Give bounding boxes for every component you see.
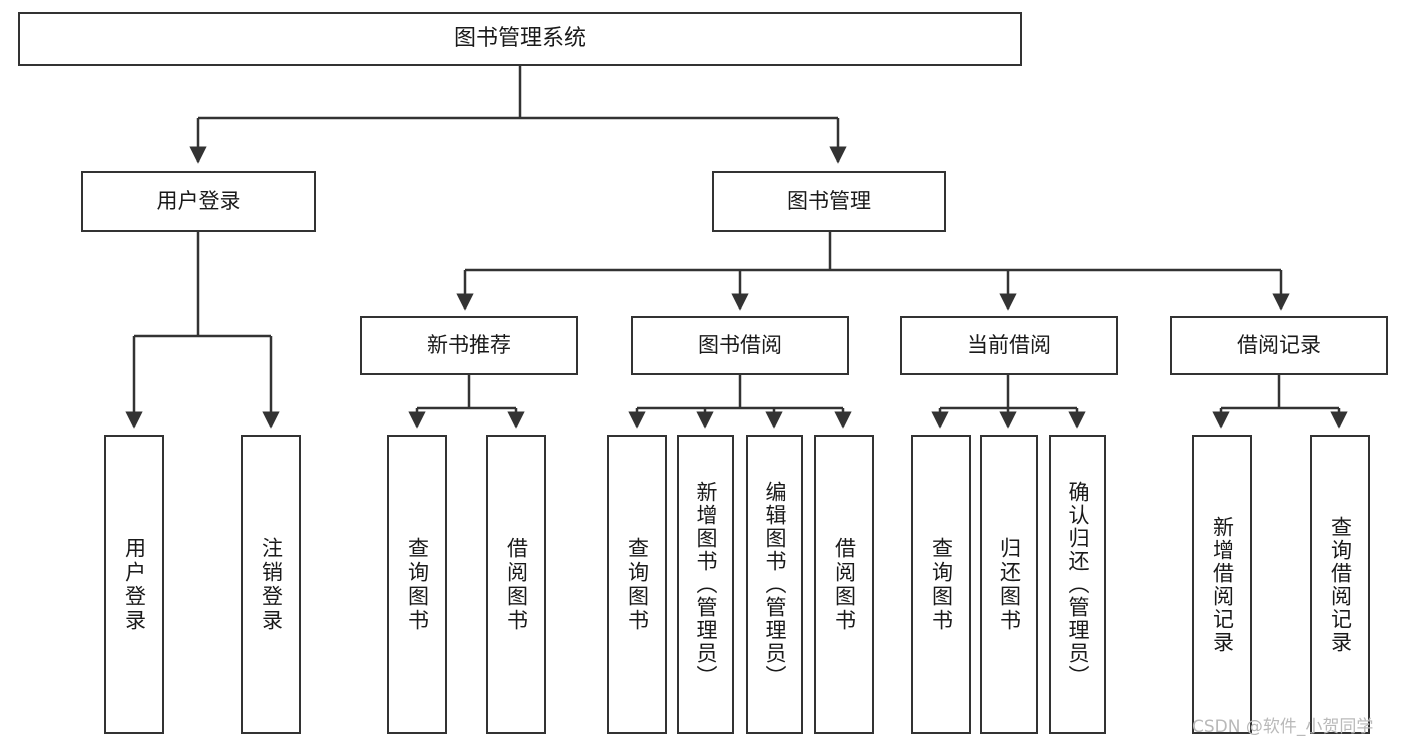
node-book-borrow[interactable]: 图书借阅: [631, 316, 849, 375]
leaf-query-book-borrow[interactable]: 查询图书: [607, 435, 667, 734]
leaf-return-book[interactable]: 归还图书: [980, 435, 1038, 734]
node-label: 用户登录: [156, 188, 241, 213]
node-label: 查询图书: [405, 536, 430, 633]
leaf-add-borrow-record[interactable]: 新增借阅记录: [1192, 435, 1252, 734]
node-label: 当前借阅: [967, 332, 1051, 357]
node-label: 用户登录: [122, 536, 147, 633]
leaf-logout[interactable]: 注销登录: [241, 435, 301, 734]
leaf-query-borrow-record[interactable]: 查询借阅记录: [1310, 435, 1370, 734]
node-book-management[interactable]: 图书管理: [712, 171, 946, 232]
node-label: 新增图书（管理员）: [694, 481, 718, 688]
node-label: 图书管理系统: [453, 25, 586, 51]
node-label: 确认归还（管理员）: [1066, 481, 1090, 688]
node-new-book-recommend[interactable]: 新书推荐: [360, 316, 578, 375]
node-label: 图书借阅: [698, 332, 782, 357]
leaf-confirm-return-admin[interactable]: 确认归还（管理员）: [1049, 435, 1106, 734]
node-root-system[interactable]: 图书管理系统: [18, 12, 1022, 66]
node-borrow-record[interactable]: 借阅记录: [1170, 316, 1388, 375]
leaf-edit-book-admin[interactable]: 编辑图书（管理员）: [746, 435, 803, 734]
node-label: 图书管理: [787, 188, 871, 213]
node-label: 编辑图书（管理员）: [763, 481, 787, 688]
node-label: 借阅图书: [504, 536, 529, 633]
node-label: 新书推荐: [427, 332, 511, 357]
leaf-borrow-book[interactable]: 借阅图书: [814, 435, 874, 734]
csdn-watermark: CSDN @软件_小贺同学: [1192, 717, 1374, 737]
node-label: 查询图书: [625, 536, 650, 633]
node-user-login[interactable]: 用户登录: [81, 171, 316, 232]
leaf-add-book-admin[interactable]: 新增图书（管理员）: [677, 435, 734, 734]
node-label: 查询图书: [929, 536, 954, 633]
node-label: 借阅图书: [832, 536, 857, 633]
node-label: 查询借阅记录: [1328, 515, 1353, 654]
leaf-user-login[interactable]: 用户登录: [104, 435, 164, 734]
leaf-borrow-book-new[interactable]: 借阅图书: [486, 435, 546, 734]
leaf-query-book-current[interactable]: 查询图书: [911, 435, 971, 734]
node-current-borrow[interactable]: 当前借阅: [900, 316, 1118, 375]
node-label: 新增借阅记录: [1210, 515, 1235, 654]
node-label: 归还图书: [997, 536, 1022, 633]
node-label: 借阅记录: [1237, 332, 1321, 357]
leaf-query-book-new[interactable]: 查询图书: [387, 435, 447, 734]
node-label: 注销登录: [259, 536, 284, 633]
